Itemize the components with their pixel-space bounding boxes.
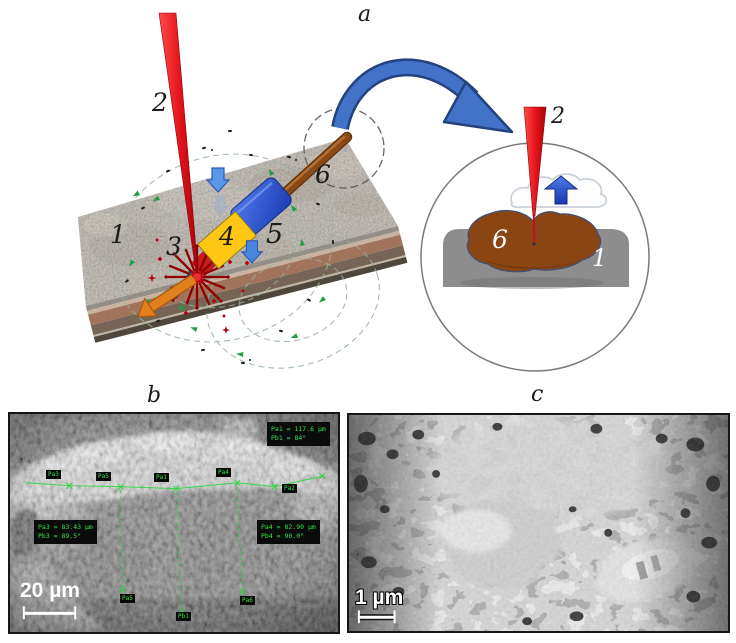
label-yellow-module: 4 xyxy=(219,222,235,251)
inset-laser-beam xyxy=(523,106,547,217)
zoom-arrow-icon xyxy=(331,58,514,134)
point-tag: Pa4 xyxy=(216,468,231,477)
diagram-a xyxy=(78,12,650,372)
inset-label-laser: 2 xyxy=(551,104,565,129)
point-tag: Pa5 xyxy=(120,594,135,603)
sem-cross-section-image: Pa1 = 117.6 µm Pb1 = 84° Pa3 = 83.43 µm … xyxy=(8,412,340,634)
panel-a-label: a xyxy=(358,2,372,27)
scale-bar-b xyxy=(22,606,77,620)
vapor-up-arrow-icon xyxy=(543,175,579,205)
scale-bar-c xyxy=(357,610,396,624)
scale-bar-label-c: 1 µm xyxy=(355,586,404,609)
point-tag: Pa3 xyxy=(46,470,61,479)
sem-micrograph-image: 1 µm xyxy=(347,413,730,633)
label-laser: 2 xyxy=(152,88,168,117)
ion-particles xyxy=(125,130,335,365)
label-plasma: 3 xyxy=(166,232,182,261)
sem-c-graphic xyxy=(349,415,728,631)
label-deposit-rod: 6 xyxy=(315,160,331,189)
point-tag: Pa5 xyxy=(96,472,111,481)
panel-b-label: b xyxy=(147,383,162,408)
measurement-box-1: Pa1 = 117.6 µm Pb1 = 84° xyxy=(267,422,330,446)
yellow-module xyxy=(197,210,257,270)
point-tag: Pa2 xyxy=(282,484,297,493)
inset-view xyxy=(420,106,650,372)
point-tag: Pb1 xyxy=(176,612,191,621)
ejecta-arrow xyxy=(137,270,198,318)
gas-flow-arrow-2 xyxy=(240,240,264,264)
label-substrate: 1 xyxy=(110,220,126,249)
field-lines xyxy=(111,153,380,369)
magnifier-ring xyxy=(303,107,385,189)
sem-b-graphic xyxy=(10,414,338,632)
panel-c-label: c xyxy=(531,382,544,407)
gas-flow-arrow-1 xyxy=(205,167,231,216)
inset-label-substrate: 1 xyxy=(592,244,608,272)
measurement-overlay xyxy=(25,472,326,615)
deposition-module xyxy=(197,131,353,270)
point-tag: Pa6 xyxy=(240,596,255,605)
label-blue-module: 5 xyxy=(266,219,284,250)
laser-beam xyxy=(158,12,199,274)
measurement-box-3: Pa4 = 82.90 µm Pb4 = 90.0° xyxy=(257,520,320,544)
scale-bar-label-b: 20 µm xyxy=(20,579,80,602)
inset-label-deposit: 6 xyxy=(492,225,508,254)
measurement-box-2: Pa3 = 83.43 µm Pb3 = 89.5° xyxy=(34,520,97,544)
point-tag: Pa1 xyxy=(154,473,169,482)
